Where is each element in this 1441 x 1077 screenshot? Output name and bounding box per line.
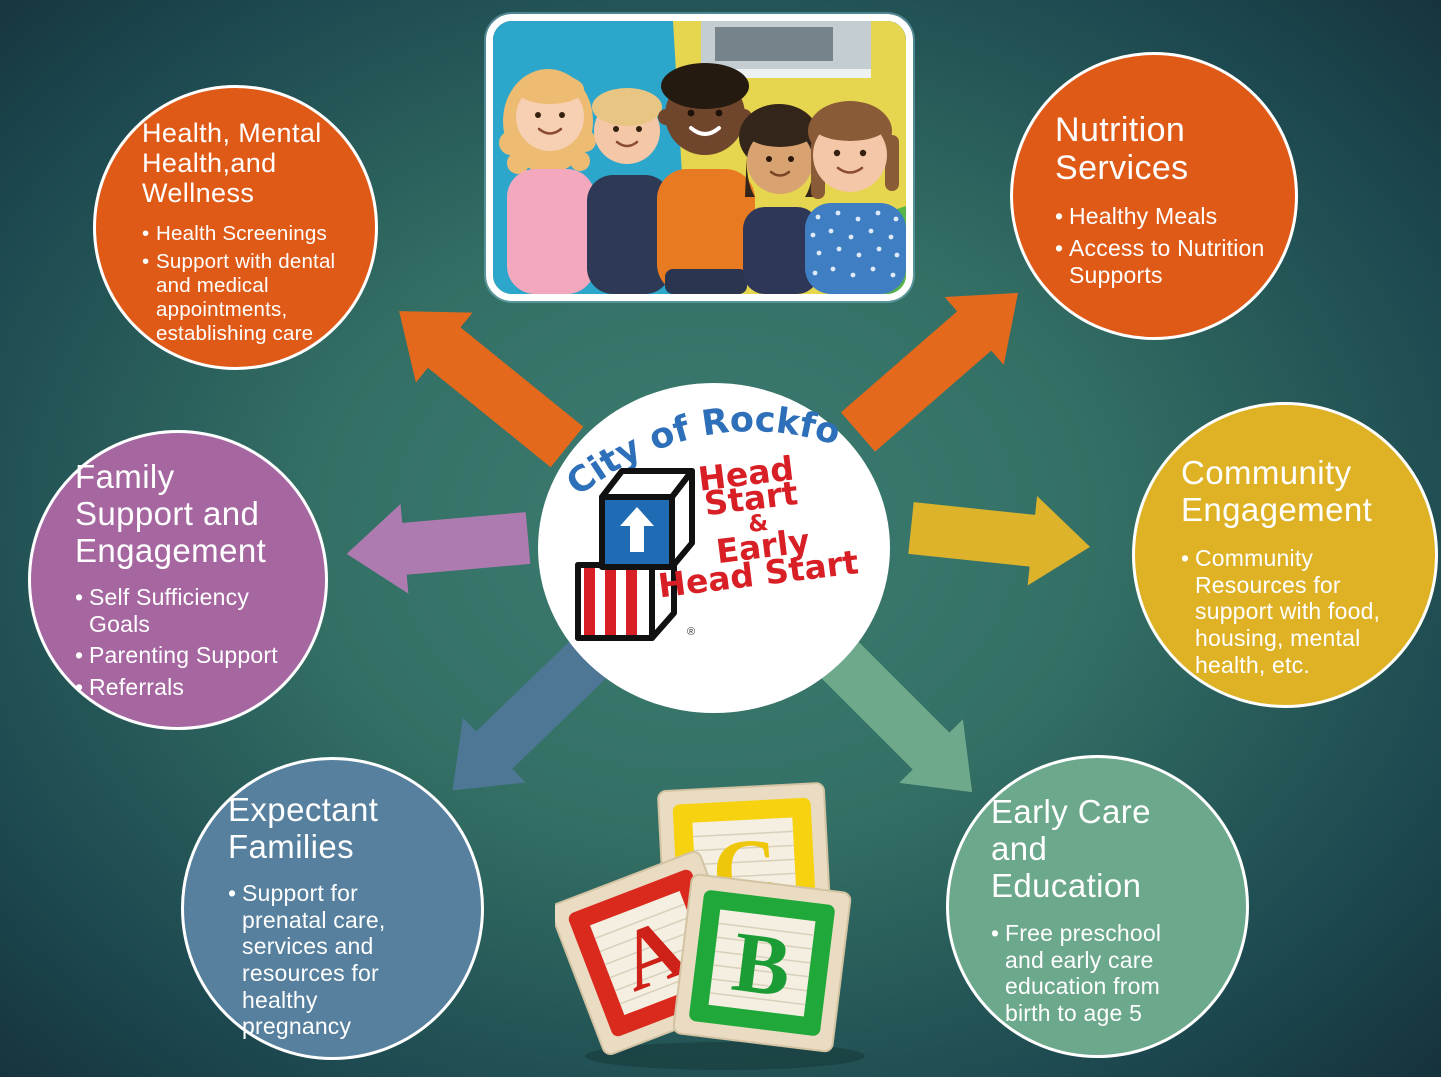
bullet-item: Support for prenatal care, services and … (228, 880, 400, 1040)
circle-title: Expectant Families (228, 791, 428, 866)
arrow-to-family (346, 503, 531, 594)
bullet-item: Support with dental and medical appointm… (142, 250, 360, 345)
title-line: Community (1181, 454, 1352, 491)
bullet-item: Community Resources for support with foo… (1181, 545, 1393, 678)
bullet-item: Health Screenings (142, 222, 360, 246)
title-line: Support and (75, 494, 260, 532)
child-figure (657, 63, 755, 294)
logo-arrow-block (599, 468, 695, 570)
circle-bullets: Free preschool and early care education … (991, 920, 1181, 1027)
service-circle-expectant: Expectant Families Support for prenatal … (181, 757, 484, 1060)
bullet-item: Parenting Support (75, 642, 300, 669)
circle-title: Early Care and Education (991, 793, 1196, 905)
bullet-item: Access to Nutrition Supports (1055, 235, 1275, 288)
title-line: Wellness (142, 178, 255, 209)
abc-blocks-illustration: C A (549, 782, 865, 1070)
title-line: Nutrition (1055, 111, 1186, 149)
title-line: Expectant (228, 791, 379, 828)
bullet-item: Self Sufficiency Goals (75, 584, 300, 637)
title-line: Engagement (1181, 490, 1373, 528)
svg-text:B: B (728, 913, 797, 1015)
title-line: Family (75, 458, 175, 495)
title-line: Families (228, 827, 355, 865)
children-photo (486, 14, 913, 301)
service-circle-early: Early Care and Education Free preschool … (946, 755, 1249, 1058)
title-line: Education (991, 866, 1142, 904)
title-line: and (991, 829, 1048, 867)
circle-bullets: Healthy Meals Access to Nutrition Suppor… (1055, 203, 1275, 288)
circle-title: Health, Mental Health,and Wellness (142, 118, 360, 209)
circle-bullets: Health Screenings Support with dental an… (142, 222, 360, 346)
center-logo-circle: City of Rockford (525, 352, 890, 713)
circle-title: Nutrition Services (1055, 111, 1275, 187)
title-line: Services (1055, 149, 1189, 188)
title-line: Engagement (75, 531, 267, 569)
circle-bullets: Self Sufficiency Goals Parenting Support… (75, 584, 300, 701)
circle-bullets: Community Resources for support with foo… (1181, 545, 1393, 678)
child-figure (805, 101, 906, 294)
service-circle-health: Health, Mental Health,and Wellness Healt… (93, 85, 378, 370)
registered-mark: ® (687, 626, 695, 638)
arrow-to-community (908, 495, 1091, 586)
title-line: Health, Mental (142, 118, 322, 148)
children-photo-illustration (493, 21, 906, 294)
child-figure (587, 88, 671, 294)
circle-title: Family Support and Engagement (75, 458, 313, 570)
service-circle-community: Community Engagement Community Resources… (1132, 402, 1438, 708)
block-b: B (672, 873, 852, 1053)
bullet-item: Free preschool and early care education … (991, 920, 1181, 1027)
child-figure (499, 69, 596, 294)
service-circle-family: Family Support and Engagement Self Suffi… (28, 430, 328, 730)
child-figure (739, 104, 819, 294)
circle-bullets: Support for prenatal care, services and … (228, 880, 400, 1040)
title-line: Health,and (142, 148, 277, 179)
bullet-item: Referrals (75, 674, 300, 701)
title-line: Early Care (991, 793, 1151, 830)
abc-blocks-image: C A (549, 778, 895, 1073)
circle-title: Community Engagement (1181, 454, 1403, 529)
logo-line: & (747, 510, 770, 538)
bullet-item: Healthy Meals (1055, 203, 1275, 230)
head-start-logo: City of Rockford (525, 352, 861, 641)
service-circle-nutrition: Nutrition Services Healthy Meals Access … (1010, 52, 1298, 340)
